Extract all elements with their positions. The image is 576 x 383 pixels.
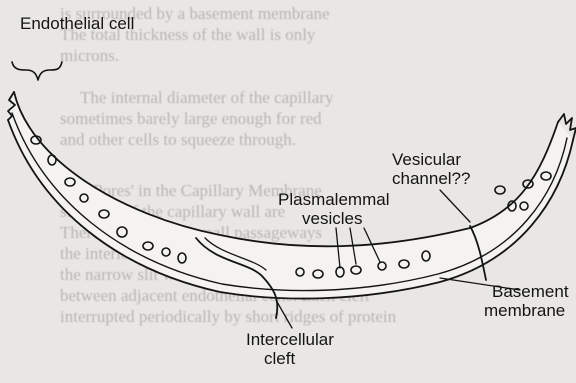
endothelial-bracket [12, 62, 62, 80]
label-plasmalemmal: Plasmalemmal [278, 190, 389, 210]
label-vesicles: vesicles [302, 209, 362, 229]
label-membrane: membrane [484, 301, 565, 321]
label-cleft: cleft [264, 349, 295, 369]
leader-vesicular-channel [440, 190, 470, 222]
label-basement: Basement [492, 282, 569, 302]
leader-intercellular [276, 300, 292, 328]
label-channel: channel?? [392, 169, 470, 189]
vesicle [495, 186, 505, 194]
label-vesicular: Vesicular [392, 150, 461, 170]
label-endothelial-cell: Endothelial cell [20, 14, 134, 34]
label-intercellular: Intercellular [246, 330, 334, 350]
